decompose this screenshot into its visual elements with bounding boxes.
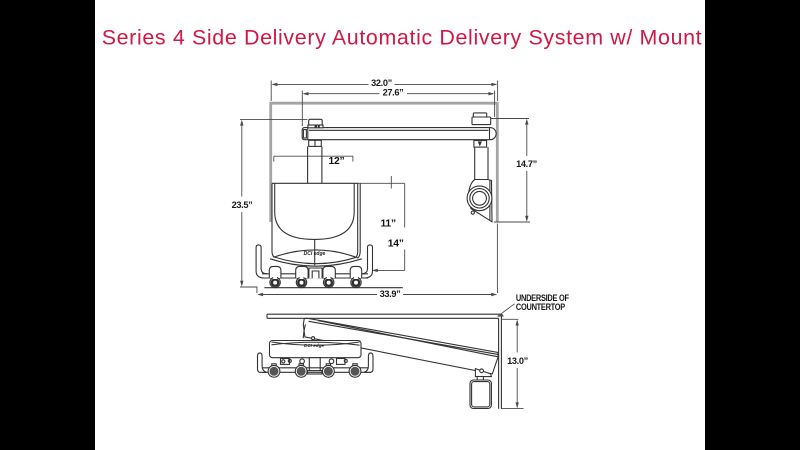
svg-text:14”: 14”	[388, 238, 404, 249]
svg-text:11”: 11”	[380, 218, 395, 229]
svg-text:UNDERSIDE OF: UNDERSIDE OF	[516, 293, 569, 303]
svg-text:12”: 12”	[328, 156, 344, 167]
svg-text:32.0”: 32.0”	[371, 78, 392, 88]
svg-text:COUNTERTOP: COUNTERTOP	[516, 302, 565, 312]
svg-text:14.7”: 14.7”	[516, 159, 537, 169]
svg-text:Series 4 Side Delivery Automat: Series 4 Side Delivery Automatic Deliver…	[102, 26, 703, 50]
svg-text:DCI edge: DCI edge	[304, 251, 326, 257]
svg-text:33.9”: 33.9”	[380, 289, 401, 299]
svg-text:13.0”: 13.0”	[507, 356, 528, 366]
svg-text:27.6”: 27.6”	[383, 87, 404, 97]
svg-text:23.5”: 23.5”	[232, 200, 253, 210]
svg-text:DCI edge: DCI edge	[304, 343, 324, 348]
